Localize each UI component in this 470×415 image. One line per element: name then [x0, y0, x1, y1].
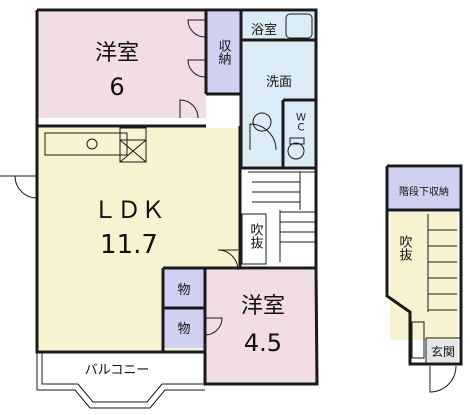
ldk-label: ＬＤＫ [93, 196, 165, 224]
storage-1-room [164, 268, 204, 308]
western-6-size: 6 [109, 73, 124, 101]
lower-floor-area [390, 212, 458, 340]
bath-label: 浴室 [251, 22, 277, 38]
fixtures [44, 13, 313, 163]
storage-1-label: 物 [177, 283, 190, 298]
washroom-label: 洗面 [266, 75, 292, 90]
door-swings [0, 19, 277, 336]
entrance-label: 玄関 [431, 344, 455, 359]
bath-room [241, 12, 315, 56]
closet-room [206, 12, 241, 94]
storage-2-label: 物 [177, 322, 190, 337]
balcony-outline [36, 352, 205, 409]
western-6-label: 洋室 [95, 41, 139, 66]
walls-upper-floor [35, 8, 319, 386]
western-45-label: 洋室 [241, 294, 285, 319]
closet-label: 収納 [216, 39, 232, 66]
western-45-room [206, 270, 316, 383]
under-stair-storage-room [388, 168, 460, 210]
storage-2-room [164, 308, 204, 348]
entrance-room [426, 340, 458, 362]
western-6-room [38, 12, 206, 118]
washroom-room [241, 56, 315, 166]
ldk-size: 11.7 [100, 230, 158, 260]
stairs-upper [241, 171, 316, 265]
toilet-label: ＷＣ [294, 112, 306, 132]
void-upper-label: 吹抜 [248, 223, 264, 249]
balcony-label: バルコニー [85, 363, 150, 378]
walls-lower-floor [385, 164, 463, 393]
void-lower-label: 吹抜 [397, 235, 413, 261]
under-stair-storage-label: 階段下収納 [399, 185, 449, 198]
western-45-size: 4.5 [244, 329, 282, 357]
